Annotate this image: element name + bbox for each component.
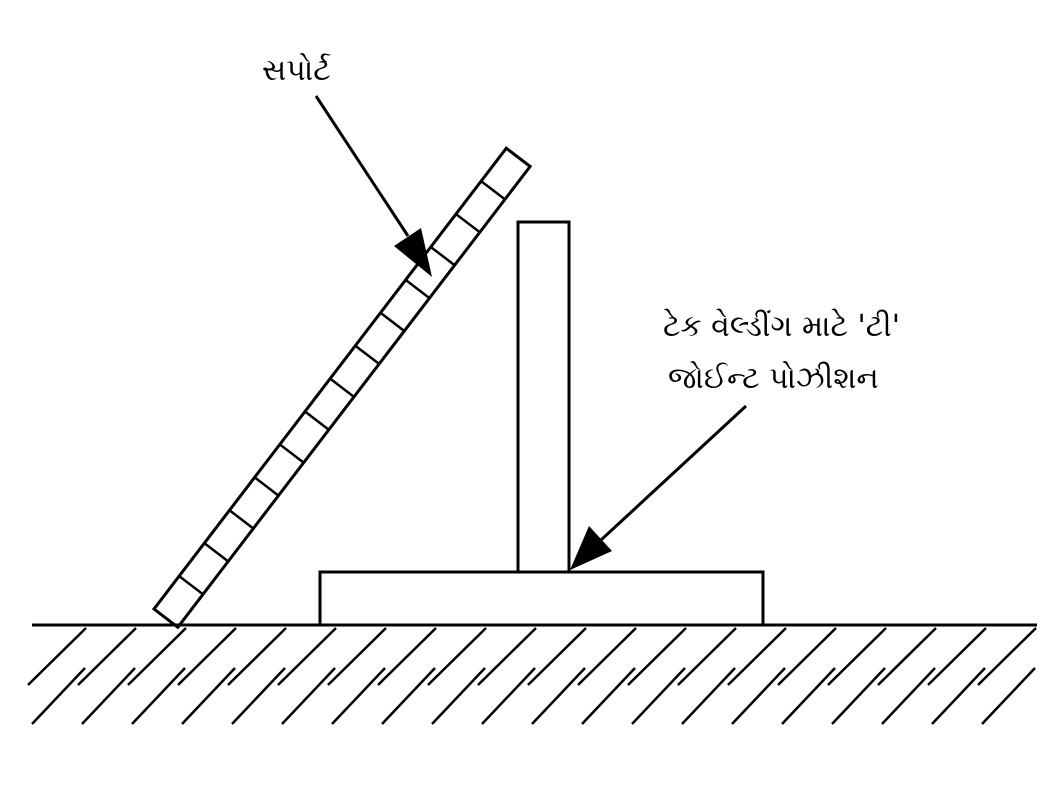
hatch-line [781, 667, 836, 725]
tjoint-arrowhead [570, 526, 612, 570]
support-segment-divider [228, 509, 255, 530]
hatch-line [727, 627, 787, 686]
support-segment-divider [455, 213, 481, 234]
hatch-line [31, 667, 86, 725]
support-segment-divider [253, 476, 280, 497]
support-arrowhead [394, 228, 432, 277]
support-segment-divider [379, 311, 406, 333]
hatch-line [577, 627, 637, 686]
support-segment-divider [404, 278, 431, 300]
hatch-line [27, 627, 87, 686]
hatch-line [331, 667, 386, 725]
hatch-line [477, 627, 537, 686]
hatch-line [677, 627, 737, 686]
hatch-line [777, 627, 837, 686]
tack-weld-label-line2: જોઈન્ટ પોઝીશન [668, 361, 879, 396]
base-plate [318, 570, 765, 627]
tjoint-arrow-line [599, 404, 748, 542]
hatch-line [931, 667, 986, 725]
hatch-line [877, 627, 937, 686]
support-segment-divider [178, 575, 204, 596]
hatch-line [181, 667, 236, 725]
hatch-line [977, 627, 1037, 686]
hatch-line [427, 627, 487, 686]
hatch-line [177, 627, 237, 686]
hatch-line [377, 627, 437, 686]
support-segment-divider [279, 443, 305, 464]
support-bar-segments [178, 180, 506, 596]
hatch-line [231, 667, 286, 725]
support-segment-divider [203, 542, 229, 563]
hatch-line [327, 627, 387, 686]
support-segment-divider [354, 344, 380, 365]
hatch-line [527, 627, 587, 686]
hatch-line [531, 667, 586, 725]
hatch-line [277, 627, 337, 686]
hatch-line [731, 667, 786, 725]
hatch-line [881, 667, 936, 725]
hatch-line [227, 627, 287, 686]
support-arrow-line [314, 95, 410, 237]
hatch-line [131, 667, 186, 725]
hatch-line [627, 627, 687, 686]
hatch-line [381, 667, 436, 725]
hatch-line [927, 627, 987, 686]
hatch-line [681, 667, 736, 725]
hatch-line [281, 667, 336, 725]
hatch-line [431, 667, 486, 725]
support-segment-divider [480, 180, 506, 201]
hatch-line [631, 667, 686, 725]
hatch-line [831, 667, 886, 725]
hatch-line [581, 667, 636, 725]
tack-weld-label-line1: ટેક વેલ્ડીંગ માટે 'ટી' [663, 309, 900, 344]
hatch-line [81, 667, 136, 725]
support-segment-divider [430, 245, 456, 267]
hatch-line [481, 667, 536, 725]
ground-hatching [27, 627, 1037, 725]
support-label: સપોર્ટ [262, 53, 331, 88]
support-segment-divider [329, 377, 355, 398]
vertical-plate [516, 220, 571, 574]
hatch-line [77, 627, 137, 686]
support-segment-divider [304, 410, 330, 431]
hatch-line [981, 667, 1036, 725]
support-bar [151, 146, 533, 630]
hatch-line [827, 627, 887, 686]
hatch-line [127, 627, 187, 686]
